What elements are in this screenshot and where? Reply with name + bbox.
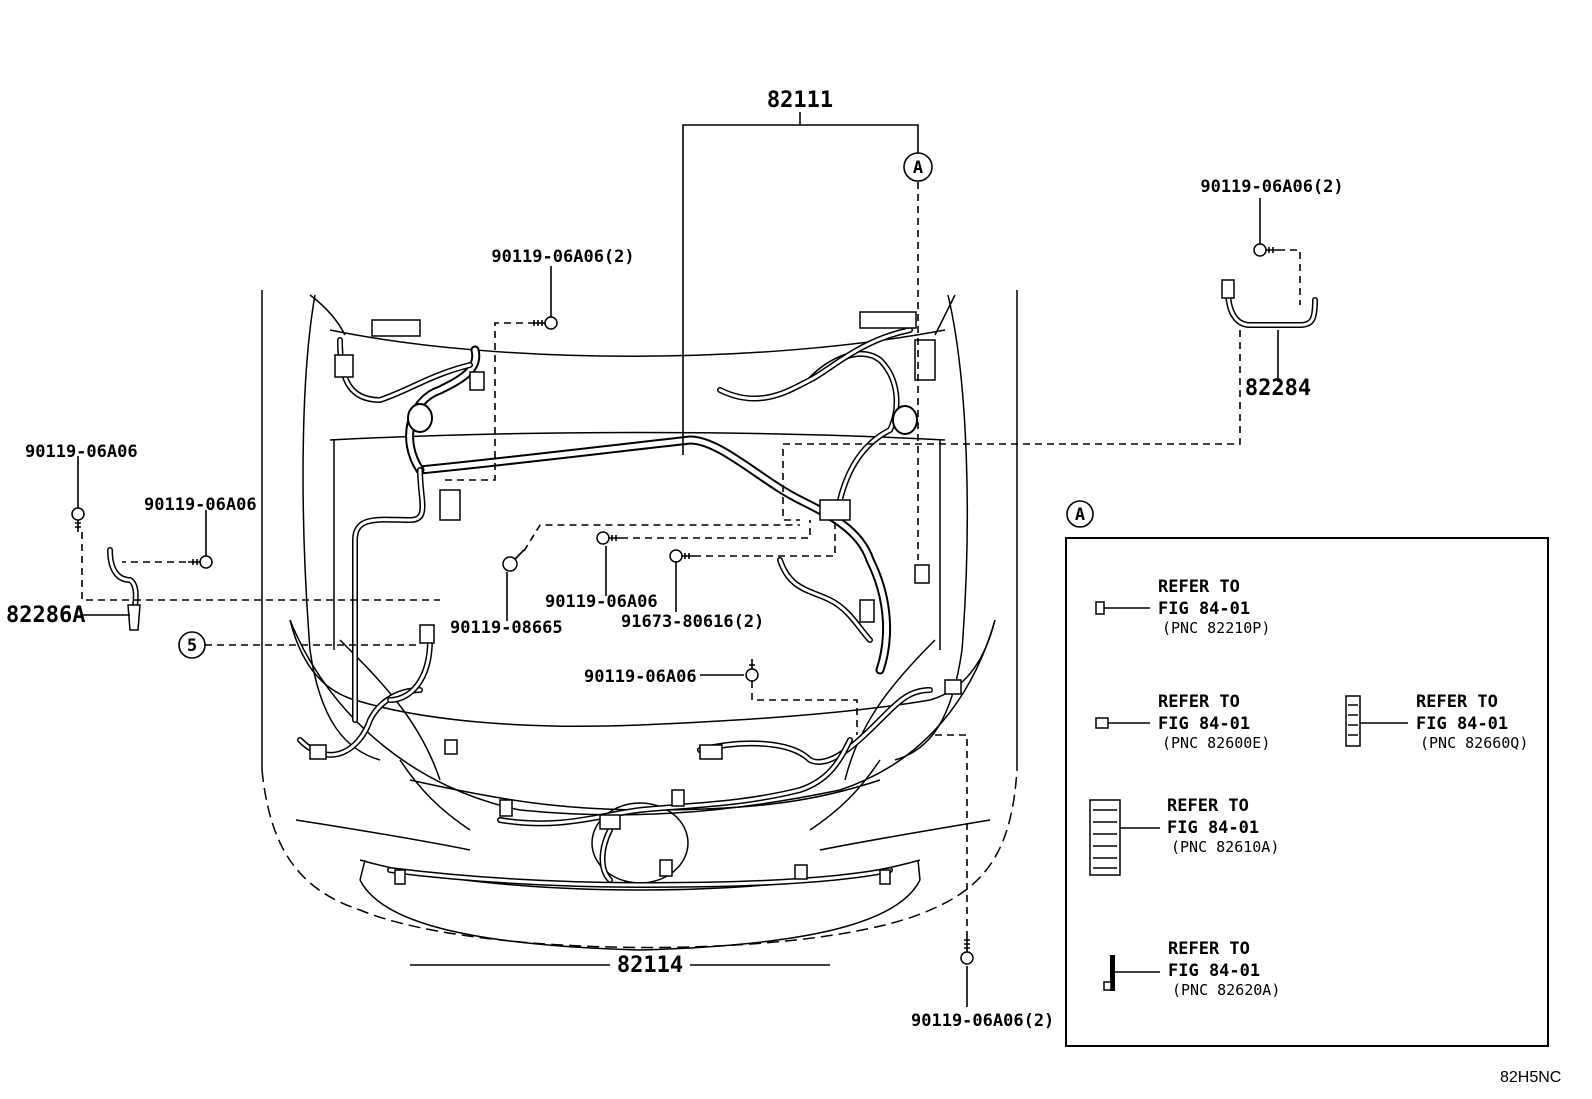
part-label-bolt-left-2[interactable]: 90119-06A06 — [144, 495, 257, 515]
svg-text:(PNC 82620A): (PNC 82620A) — [1172, 981, 1280, 999]
inset-ref-82210p[interactable]: REFER TO FIG 84-01 (PNC 82210P) — [1095, 577, 1270, 637]
sub-harness-82286a[interactable] — [107, 547, 141, 631]
svg-text:A: A — [913, 158, 923, 178]
callout-5[interactable]: 5 — [178, 631, 206, 659]
svg-text:FIG 84-01: FIG 84-01 — [1167, 818, 1259, 838]
inset-ref-82620a[interactable]: REFER TO FIG 84-01 (PNC 82620A) — [1103, 939, 1280, 999]
svg-text:(PNC 82610A): (PNC 82610A) — [1171, 838, 1279, 856]
svg-text:REFER TO: REFER TO — [1167, 796, 1249, 816]
inset-ref-82600e[interactable]: REFER TO FIG 84-01 (PNC 82600E) — [1095, 692, 1270, 752]
svg-text:5: 5 — [187, 636, 197, 656]
svg-text:FIG 84-01: FIG 84-01 — [1416, 714, 1508, 734]
part-label-bolt-left-1[interactable]: 90119-06A06 — [25, 442, 138, 462]
engine-room-main-harness[interactable] — [297, 311, 962, 765]
svg-text:REFER TO: REFER TO — [1158, 577, 1240, 597]
part-label-bolt-top-right[interactable]: 90119-06A06(2) — [1200, 177, 1343, 197]
part-label-bolt-center-2[interactable]: 90119-08665 — [450, 618, 563, 638]
svg-text:(PNC 82210P): (PNC 82210P) — [1162, 619, 1270, 637]
front-harness-82114[interactable] — [387, 737, 893, 889]
part-labels: 82111 82114 82284 82286A 90119-06A06(2) … — [6, 88, 1561, 1086]
svg-text:REFER TO: REFER TO — [1416, 692, 1498, 712]
inset-ref-82660q[interactable]: REFER TO FIG 84-01 (PNC 82660Q) — [1345, 692, 1528, 752]
bolt-icon — [745, 659, 759, 682]
part-label-bolt-bottom-right[interactable]: 90119-06A06(2) — [911, 1011, 1054, 1031]
bolt-icon — [596, 531, 621, 545]
svg-text:A: A — [1075, 505, 1085, 525]
callout-a[interactable]: A — [903, 152, 933, 182]
svg-text:FIG 84-01: FIG 84-01 — [1158, 599, 1250, 619]
part-label-82114[interactable]: 82114 — [617, 953, 683, 978]
part-label-bolt-center-3[interactable]: 91673-80616(2) — [621, 612, 764, 632]
part-label-82284[interactable]: 82284 — [1245, 376, 1311, 401]
inset-detail-a: A REFER TO FIG 84-01 (PNC 82210P) REFER … — [1065, 500, 1549, 1047]
bolt-icon — [1253, 243, 1278, 257]
svg-text:(PNC 82600E): (PNC 82600E) — [1162, 734, 1270, 752]
diagram-code: 82H5NC — [1500, 1069, 1561, 1086]
part-label-82111[interactable]: 82111 — [767, 88, 833, 113]
bolt-icon — [533, 316, 558, 330]
svg-text:FIG 84-01: FIG 84-01 — [1168, 961, 1260, 981]
leader-lines — [77, 112, 1301, 1007]
bolt-icon — [502, 549, 525, 572]
svg-text:FIG 84-01: FIG 84-01 — [1158, 714, 1250, 734]
part-label-bolt-center-1[interactable]: 90119-06A06 — [545, 592, 658, 612]
svg-text:(PNC 82660Q): (PNC 82660Q) — [1420, 734, 1528, 752]
bolt-icon — [188, 555, 213, 569]
bolt-icon — [71, 507, 85, 532]
inset-ref-82610a[interactable]: REFER TO FIG 84-01 (PNC 82610A) — [1089, 796, 1279, 876]
part-label-bolt-top-center[interactable]: 90119-06A06(2) — [491, 247, 634, 267]
bolt-icon — [960, 938, 974, 965]
sub-harness-82284[interactable] — [1221, 279, 1318, 328]
bolt-icon — [669, 549, 694, 563]
part-label-82286a[interactable]: 82286A — [6, 603, 85, 628]
svg-text:REFER TO: REFER TO — [1168, 939, 1250, 959]
part-label-bolt-center-4[interactable]: 90119-06A06 — [584, 667, 697, 687]
svg-text:REFER TO: REFER TO — [1158, 692, 1240, 712]
